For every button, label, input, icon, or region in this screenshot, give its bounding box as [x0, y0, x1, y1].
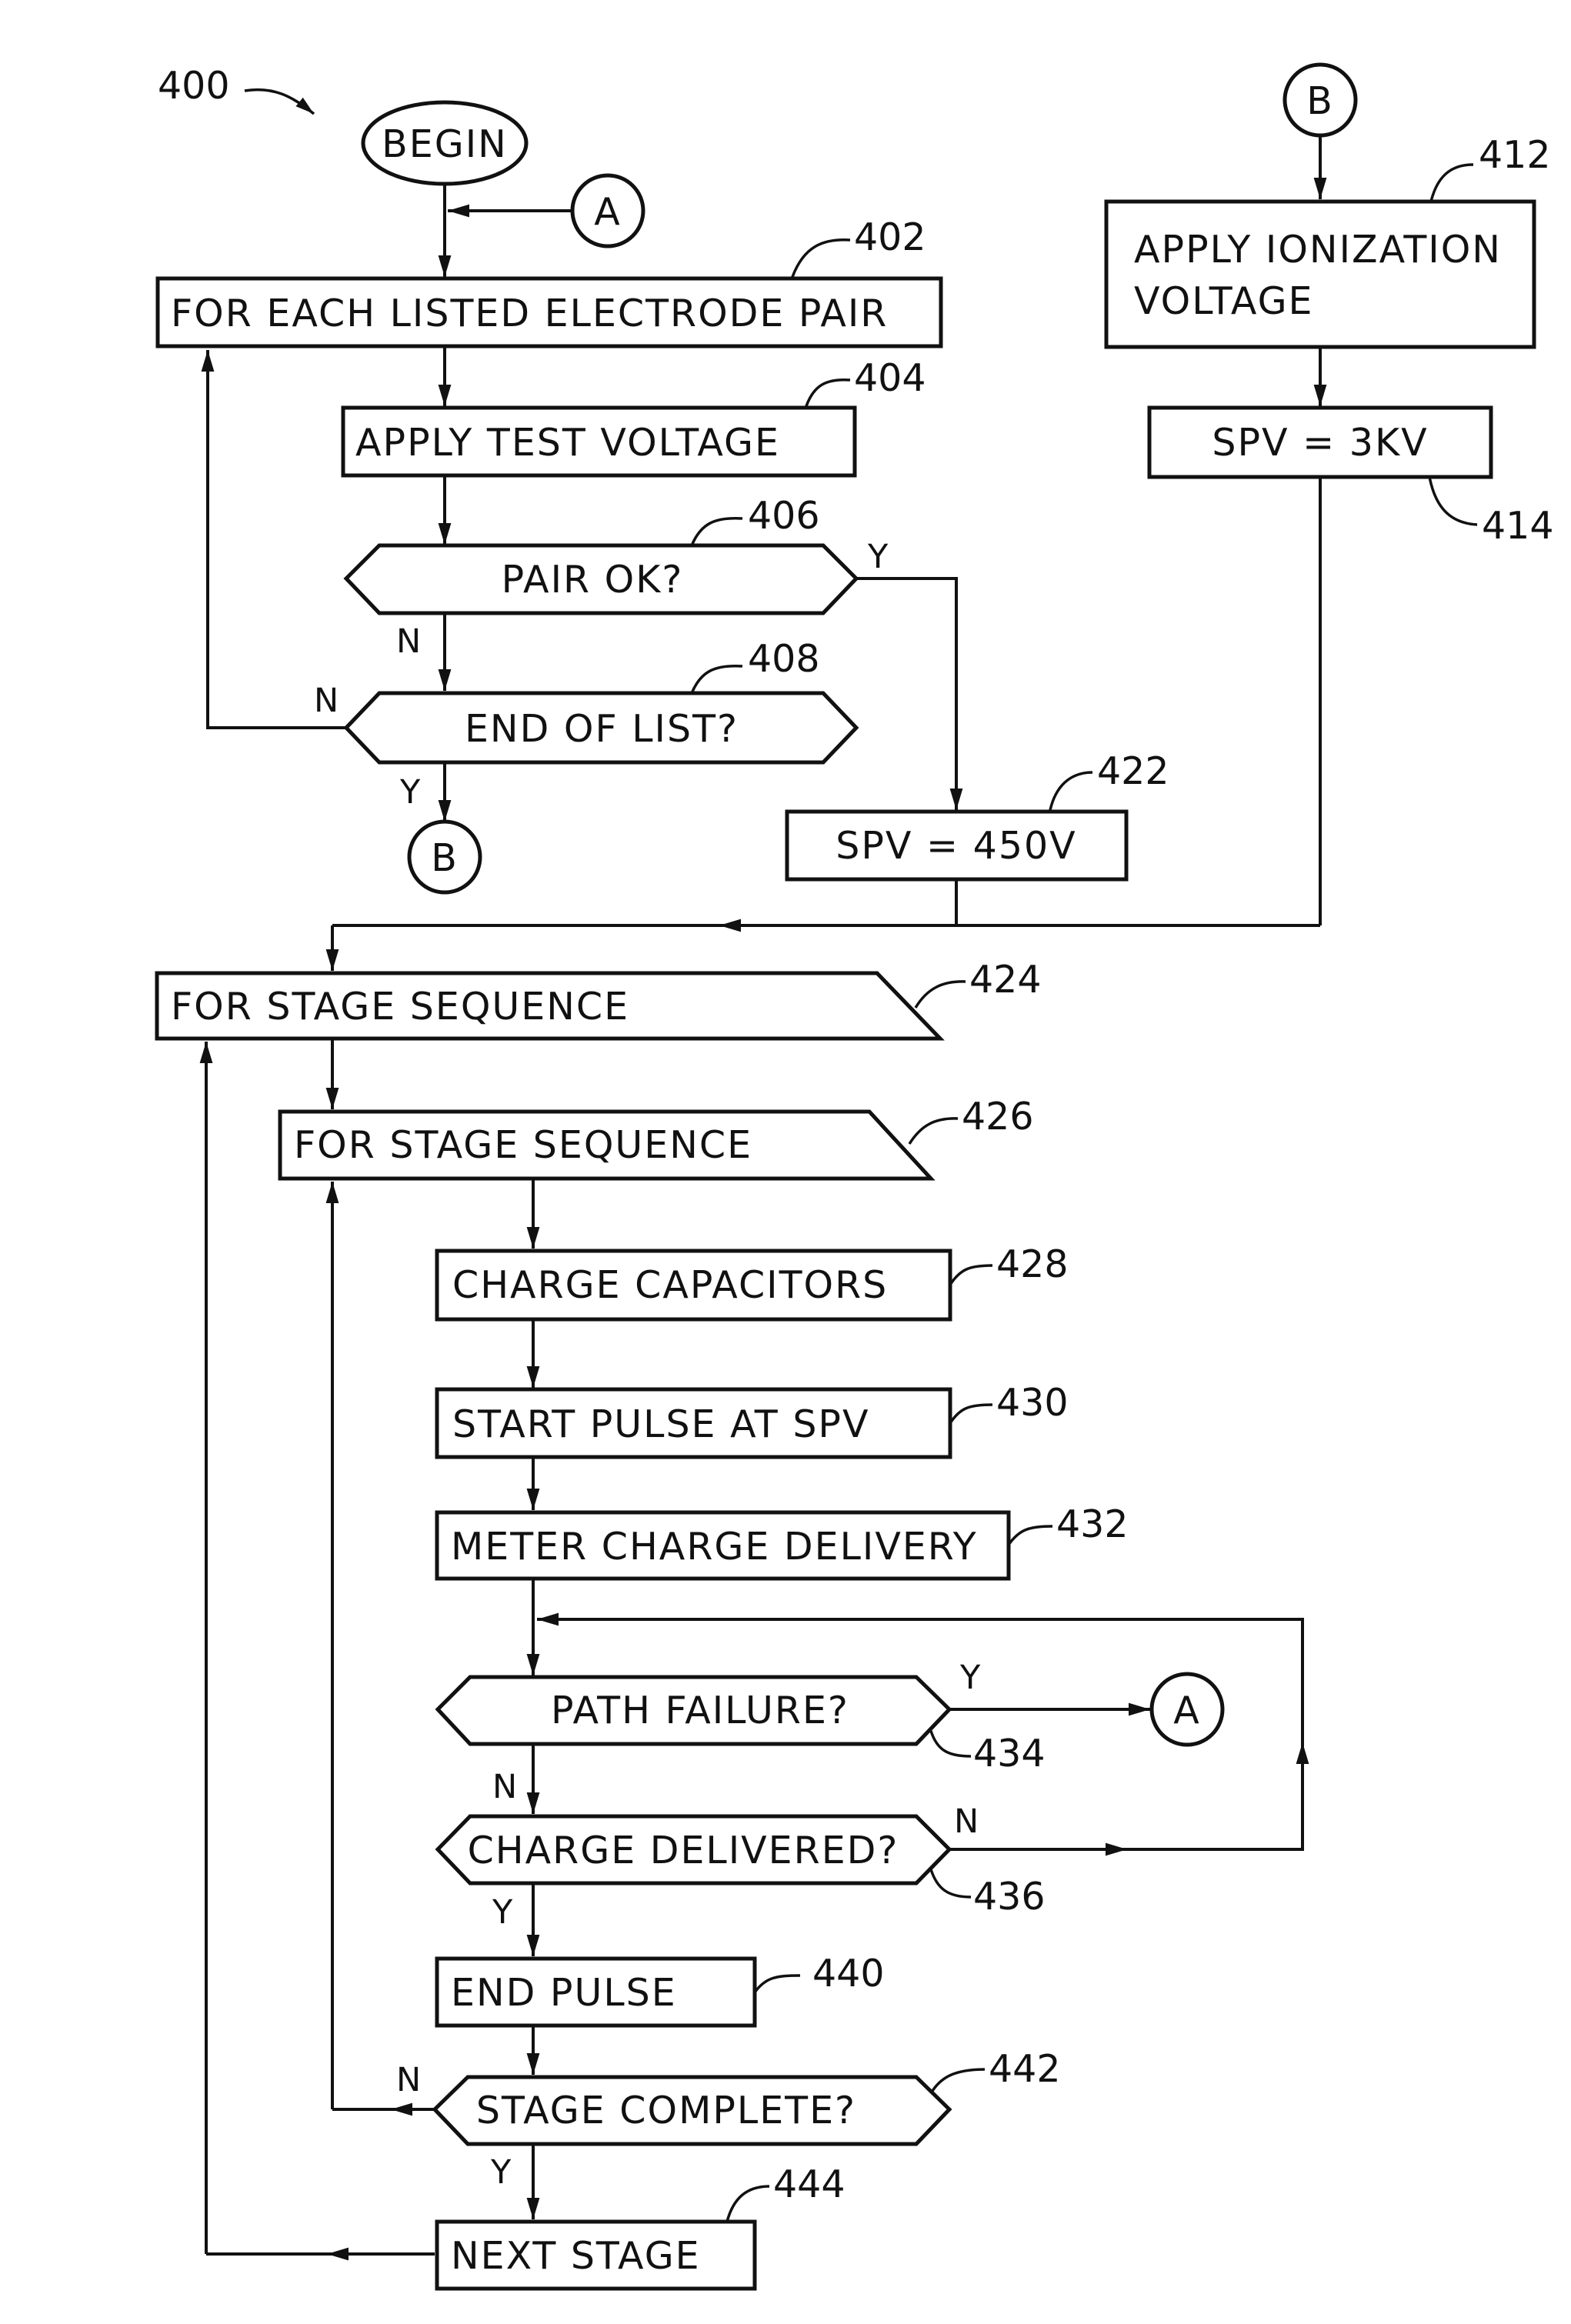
- step-444-box: NEXT STAGE: [437, 2222, 755, 2289]
- step-432-text: METER CHARGE DELIVERY: [451, 1525, 978, 1569]
- decision-442-yes: Y: [490, 2153, 512, 2192]
- connector-b-right-label: B: [1306, 79, 1334, 123]
- ref-406: 406: [748, 494, 820, 538]
- ref-444: 444: [773, 2162, 846, 2206]
- connector-b-right: B: [1285, 65, 1356, 135]
- decision-436-text: CHARGE DELIVERED?: [468, 1829, 899, 1872]
- step-430-box: START PULSE AT SPV: [437, 1389, 950, 1457]
- decision-442-no: N: [396, 2061, 421, 2099]
- connector-a-bottom: A: [1152, 1674, 1222, 1745]
- decision-436-no: N: [954, 1802, 979, 1841]
- step-432-box: METER CHARGE DELIVERY: [437, 1512, 1009, 1579]
- connector-a-bottom-label: A: [1173, 1689, 1201, 1732]
- ref-442: 442: [989, 2047, 1061, 2091]
- figure-number-arrow: [245, 90, 314, 114]
- step-440-box: END PULSE: [437, 1959, 755, 2026]
- connector-b-left-label: B: [431, 836, 459, 880]
- ref-440: 440: [812, 1952, 885, 1996]
- decision-406-text: PAIR OK?: [502, 558, 684, 602]
- ref-408: 408: [748, 637, 820, 681]
- step-402-box: FOR EACH LISTED ELECTRODE PAIR: [158, 278, 941, 346]
- ref-424: 424: [969, 958, 1042, 1002]
- step-424-loop: FOR STAGE SEQUENCE: [157, 973, 940, 1039]
- ref-422: 422: [1097, 749, 1169, 793]
- ref-402: 402: [854, 215, 926, 259]
- decision-406-no: N: [396, 622, 421, 661]
- decision-408-no: N: [314, 682, 339, 720]
- step-444-text: NEXT STAGE: [451, 2234, 701, 2278]
- decision-434: PATH FAILURE?: [438, 1677, 949, 1744]
- step-404-text: APPLY TEST VOLTAGE: [355, 421, 780, 465]
- step-412-box: APPLY IONIZATION VOLTAGE: [1106, 202, 1534, 347]
- ref-436: 436: [973, 1875, 1046, 1919]
- step-412-line2: VOLTAGE: [1134, 279, 1314, 323]
- step-422-text: SPV = 450V: [836, 824, 1076, 868]
- step-440-text: END PULSE: [451, 1971, 677, 2015]
- step-424-text: FOR STAGE SEQUENCE: [171, 985, 629, 1029]
- begin-label: BEGIN: [382, 122, 508, 166]
- ref-434: 434: [973, 1732, 1046, 1776]
- step-404-box: APPLY TEST VOLTAGE: [343, 408, 855, 475]
- decision-406-yes: Y: [867, 538, 889, 576]
- ref-430: 430: [996, 1381, 1069, 1425]
- decision-434-no: N: [492, 1768, 517, 1806]
- decision-434-yes: Y: [959, 1659, 981, 1697]
- ref-426: 426: [962, 1095, 1034, 1139]
- figure-number: 400: [158, 64, 230, 108]
- connector-a-top: A: [572, 175, 643, 246]
- decision-406: PAIR OK?: [346, 545, 856, 613]
- step-414-box: SPV = 3KV: [1149, 408, 1491, 477]
- decision-442: STAGE COMPLETE?: [435, 2077, 949, 2144]
- step-428-box: CHARGE CAPACITORS: [437, 1251, 950, 1319]
- step-428-text: CHARGE CAPACITORS: [452, 1263, 888, 1307]
- ref-428: 428: [996, 1242, 1069, 1286]
- decision-408-yes: Y: [399, 773, 421, 812]
- decision-408: END OF LIST?: [346, 693, 856, 762]
- ref-414: 414: [1482, 504, 1554, 548]
- decision-436-yes: Y: [492, 1893, 513, 1932]
- step-402-text: FOR EACH LISTED ELECTRODE PAIR: [171, 292, 888, 335]
- decision-408-text: END OF LIST?: [465, 707, 739, 751]
- decision-436: CHARGE DELIVERED?: [438, 1816, 949, 1883]
- step-430-text: START PULSE AT SPV: [452, 1402, 870, 1446]
- step-412-line1: APPLY IONIZATION: [1134, 228, 1502, 272]
- step-422-box: SPV = 450V: [787, 812, 1126, 879]
- ref-432: 432: [1056, 1502, 1129, 1546]
- decision-442-text: STAGE COMPLETE?: [476, 2089, 856, 2132]
- connector-a-top-label: A: [594, 190, 622, 234]
- step-414-text: SPV = 3KV: [1212, 421, 1428, 465]
- decision-434-text: PATH FAILURE?: [551, 1689, 849, 1732]
- ref-404: 404: [854, 356, 926, 400]
- connector-b-left: B: [409, 822, 480, 892]
- step-426-text: FOR STAGE SEQUENCE: [294, 1123, 752, 1167]
- step-426-loop: FOR STAGE SEQUENCE: [280, 1112, 931, 1179]
- begin-terminal: BEGIN: [363, 102, 526, 184]
- ref-412: 412: [1479, 133, 1551, 177]
